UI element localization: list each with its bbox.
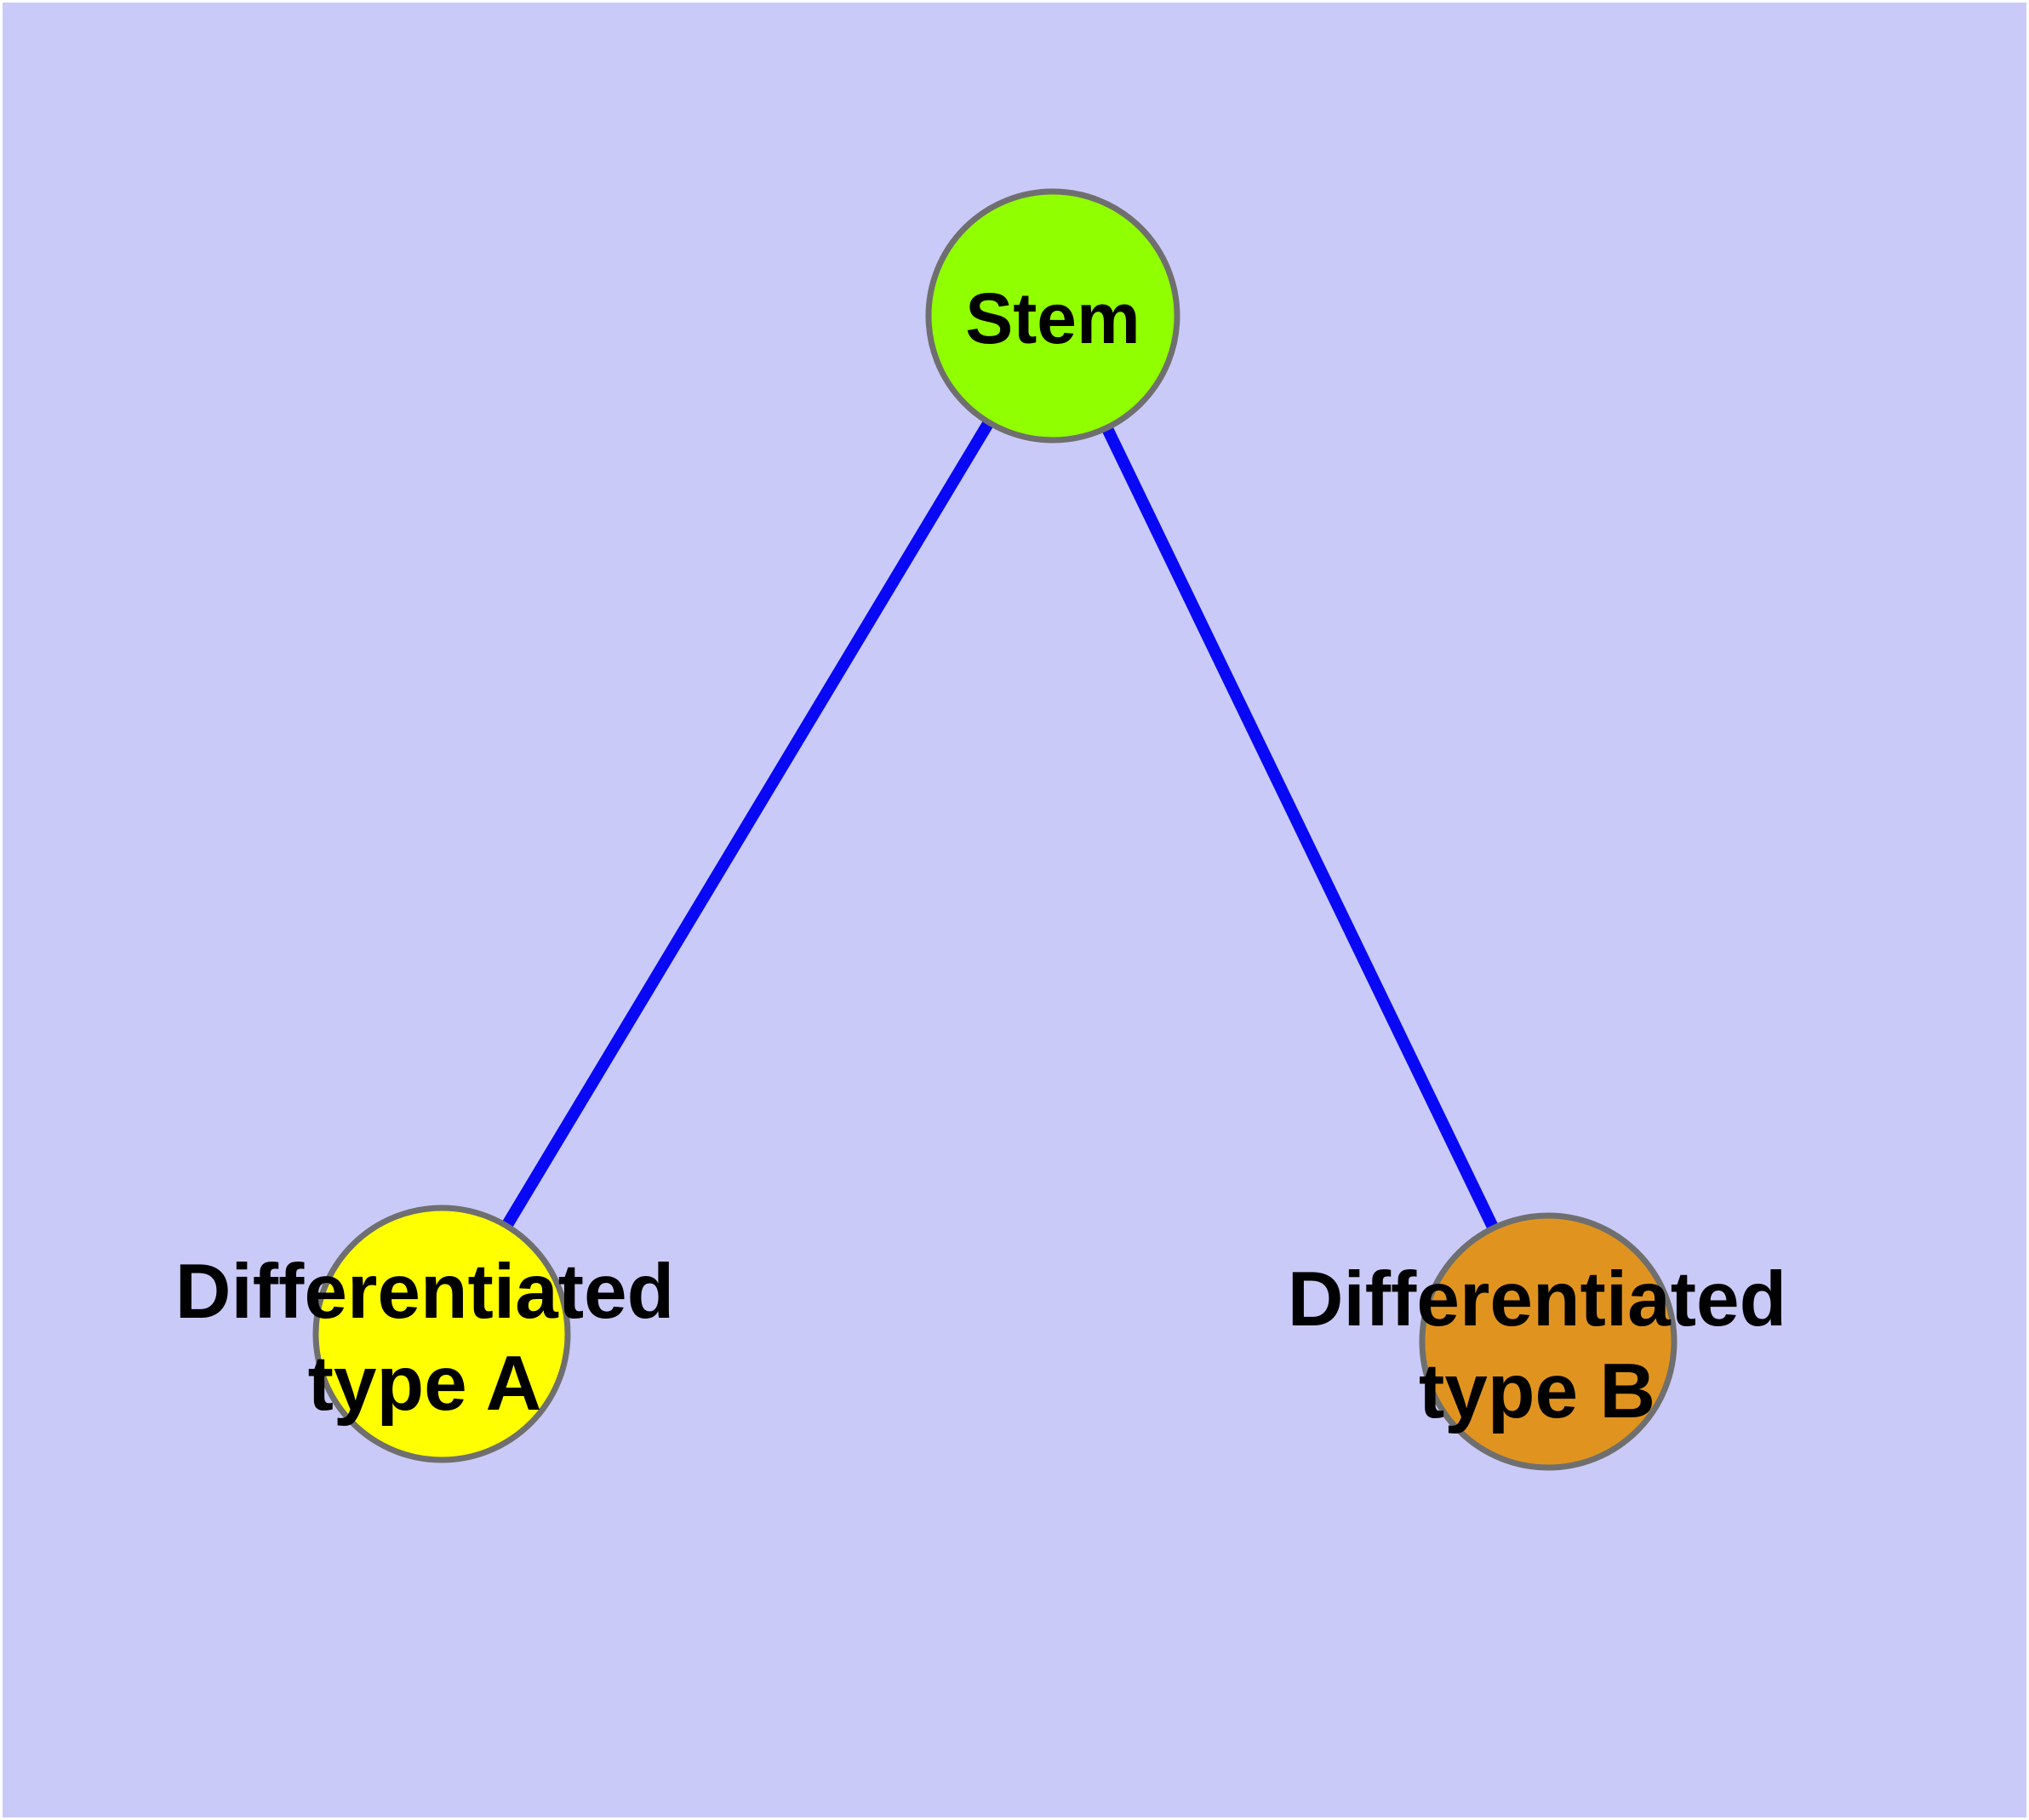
label-line-2: type B: [1418, 1348, 1656, 1434]
node-circle-stem: [925, 188, 1180, 444]
node-circle-diff-b: [1419, 1212, 1677, 1471]
label-line-1: Differentiated: [1287, 1256, 1787, 1342]
node-circle-diff-a: [312, 1205, 571, 1463]
edge-stem-diff_b: [1047, 312, 1554, 1345]
node-label-stem: Stem: [965, 278, 1140, 358]
label-line-2: type A: [307, 1341, 542, 1427]
edge-stem-diff_a: [436, 312, 1059, 1337]
label-line-1: Differentiated: [174, 1249, 675, 1335]
